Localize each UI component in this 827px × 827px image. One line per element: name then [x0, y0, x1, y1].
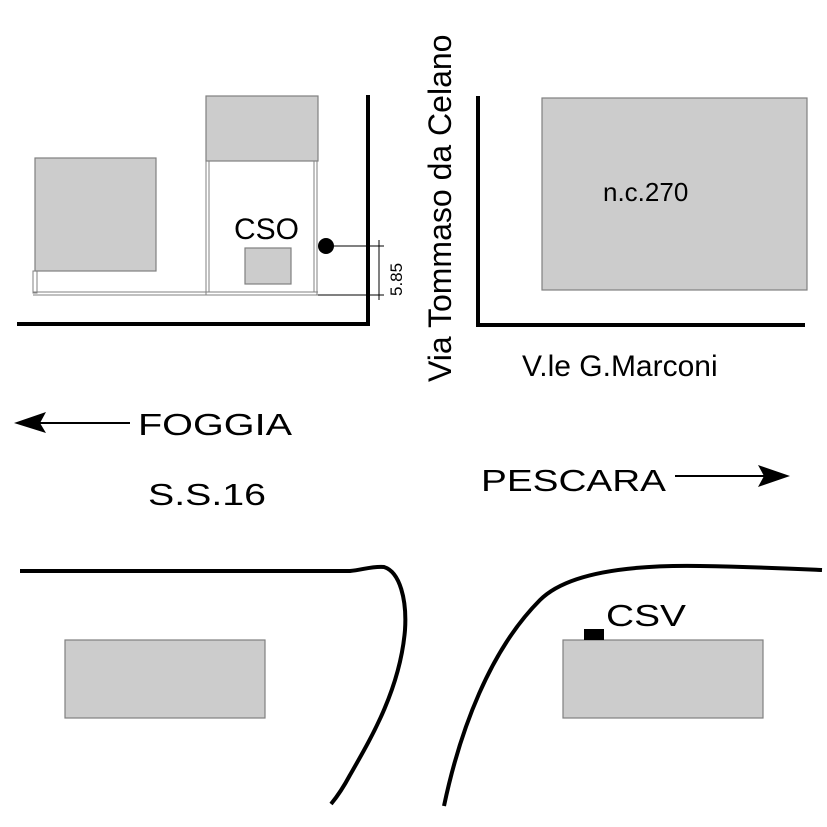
arrow-right-icon [675, 465, 790, 487]
building-southeast [562, 639, 764, 719]
station-dot-icon[interactable] [318, 238, 334, 254]
arrow-left-icon [14, 412, 130, 433]
road-edge-southeast [442, 563, 823, 807]
building-nc270[interactable] [541, 97, 808, 291]
station-square-icon[interactable] [584, 629, 604, 640]
building-west [34, 157, 157, 272]
building-southwest [64, 639, 266, 719]
building-small-courtyard [244, 247, 292, 285]
block-northeast: n.c.270 [476, 96, 808, 327]
direction-foggia: FOGGIA [14, 407, 292, 442]
station-csv-label: CSV [606, 598, 686, 633]
road-edge-southwest [20, 564, 408, 806]
dimension-value: 5.85 [387, 263, 406, 296]
street-label-via-tommaso-da-celano: Via Tommaso da Celano [422, 35, 458, 382]
direction-foggia-label: FOGGIA [138, 407, 292, 442]
building-north [205, 95, 319, 162]
direction-pescara-label: PESCARA [481, 463, 666, 498]
boundary-left-stub [32, 270, 38, 294]
station-cso-label: CSO [234, 213, 299, 246]
highway-label-ss16: S.S.16 [148, 477, 266, 512]
dimension-annotation: 5.85 [318, 240, 406, 300]
block-southwest [20, 564, 408, 806]
block-southeast: CSV [442, 563, 823, 807]
building-nc270-label: n.c.270 [603, 177, 688, 207]
block-northwest: CSO 5.85 [17, 95, 406, 326]
street-label-viale-marconi: V.le G.Marconi [522, 350, 718, 383]
road-edge-northwest [17, 95, 370, 326]
road-edge-northeast [476, 96, 805, 327]
direction-pescara: PESCARA [481, 463, 790, 498]
